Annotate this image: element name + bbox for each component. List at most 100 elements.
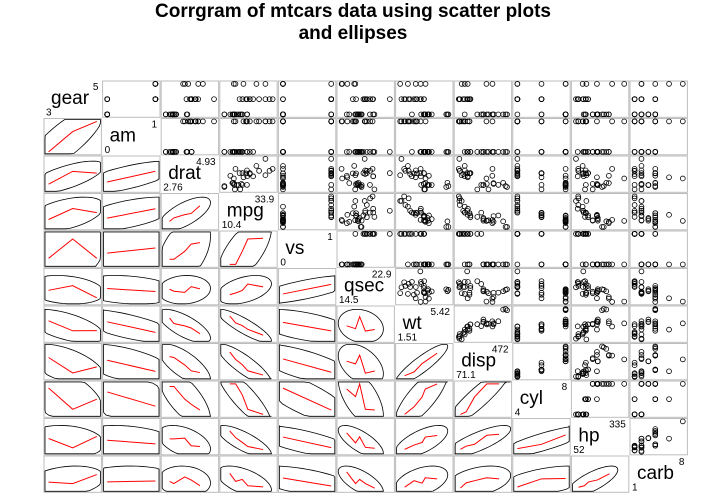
data-point — [562, 323, 569, 330]
data-point — [456, 156, 463, 162]
data-point — [645, 149, 652, 155]
data-point — [562, 295, 569, 302]
data-point — [235, 111, 242, 118]
data-point — [573, 118, 579, 125]
panel-frame — [102, 268, 161, 306]
data-point — [631, 111, 638, 118]
data-point — [474, 214, 481, 220]
panel-frame — [336, 193, 395, 231]
data-point — [631, 396, 638, 402]
data-point — [247, 118, 253, 125]
data-point — [464, 96, 470, 102]
panel-vs-wt — [395, 230, 454, 268]
data-point — [594, 358, 601, 365]
panel-gear-qsec — [336, 80, 395, 118]
panel-vs-qsec — [336, 230, 395, 268]
data-point — [461, 81, 468, 87]
panel-gear-am — [102, 80, 161, 118]
var-min-hp: 52 — [573, 445, 585, 456]
data-point — [575, 331, 582, 337]
data-point — [631, 118, 638, 125]
data-point — [574, 323, 581, 330]
data-point — [152, 96, 159, 102]
data-point — [606, 318, 612, 325]
panel-cyl-qsec — [336, 380, 395, 418]
data-point — [232, 166, 239, 172]
data-point — [638, 290, 645, 296]
panel-qsec-vs — [277, 268, 337, 306]
panel-carb-vs — [277, 455, 337, 493]
data-point — [409, 173, 415, 179]
data-point — [609, 166, 615, 172]
data-point — [402, 283, 409, 289]
data-point — [575, 231, 582, 237]
data-point — [328, 209, 335, 216]
data-point — [562, 261, 569, 268]
data-point — [514, 329, 521, 335]
data-point — [240, 81, 247, 87]
data-point — [594, 149, 600, 155]
data-point — [538, 212, 545, 218]
correlation-ellipse — [103, 465, 160, 492]
data-point — [621, 118, 628, 125]
data-point — [426, 182, 432, 188]
data-point — [262, 172, 269, 179]
data-point — [645, 318, 652, 325]
data-point — [244, 118, 250, 125]
data-point — [352, 231, 359, 237]
data-point — [638, 261, 645, 268]
panel-cyl-am — [102, 380, 161, 418]
data-point — [480, 215, 487, 221]
data-point — [444, 179, 451, 186]
data-point — [371, 186, 378, 193]
data-point — [280, 163, 286, 169]
correlation-ellipse — [103, 309, 160, 342]
data-point — [351, 203, 358, 210]
data-point — [631, 195, 638, 202]
correlation-ellipse — [103, 381, 160, 417]
data-point — [621, 81, 628, 87]
data-point — [638, 279, 645, 285]
data-point — [244, 182, 250, 188]
data-point — [250, 149, 256, 155]
panel-cyl-hp — [570, 380, 630, 418]
panel-wt-vs — [277, 305, 337, 343]
data-point — [422, 118, 429, 125]
data-point — [170, 149, 176, 155]
data-point — [631, 171, 638, 177]
panel-frame — [277, 155, 337, 193]
var-min-carb: 1 — [632, 482, 638, 493]
data-point — [458, 290, 465, 296]
data-point — [594, 396, 600, 402]
data-point — [483, 320, 490, 327]
data-point — [483, 181, 490, 187]
data-point — [460, 284, 467, 290]
data-point — [369, 118, 376, 125]
data-point — [631, 231, 638, 237]
data-point — [195, 96, 202, 102]
data-point — [397, 118, 403, 125]
data-point — [387, 208, 393, 214]
data-point — [227, 149, 234, 155]
data-point — [211, 118, 217, 125]
panel-gear-drat — [160, 80, 220, 118]
trend-line — [578, 473, 610, 488]
panel-frame — [102, 343, 161, 381]
var-label-drat: drat — [168, 163, 201, 184]
data-point — [489, 299, 496, 305]
data-point — [350, 96, 356, 102]
data-point — [200, 81, 206, 87]
correlation-ellipse — [103, 196, 160, 230]
data-point — [594, 81, 600, 87]
correlation-ellipse — [454, 465, 512, 492]
data-point — [609, 323, 615, 330]
data-point — [666, 295, 672, 302]
data-point — [266, 118, 273, 125]
data-point — [631, 149, 638, 155]
data-point — [631, 373, 638, 380]
panel-mpg-disp — [453, 193, 513, 231]
data-point — [514, 202, 521, 208]
data-point — [504, 261, 510, 268]
data-point — [354, 217, 361, 224]
